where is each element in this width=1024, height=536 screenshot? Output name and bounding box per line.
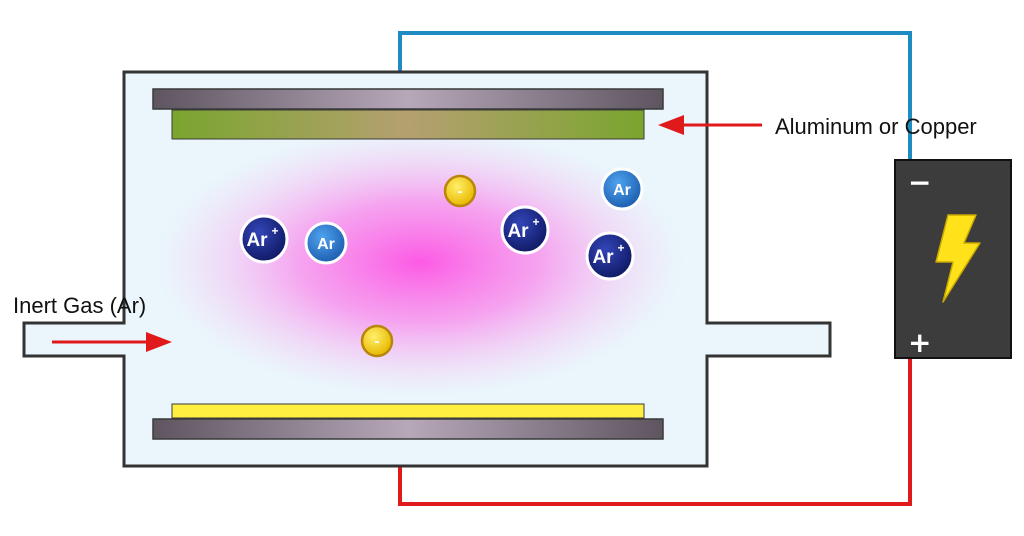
top-electrode xyxy=(152,88,664,110)
argon-atom: Ar xyxy=(600,167,644,211)
svg-text:+: + xyxy=(617,241,624,255)
argon-ion: Ar + xyxy=(585,231,635,281)
argon-ion: Ar + xyxy=(500,205,550,255)
battery-positive-terminal: + xyxy=(908,326,931,359)
svg-text:Ar: Ar xyxy=(317,236,335,253)
svg-text:+: + xyxy=(532,215,539,229)
negative-wire xyxy=(398,31,912,162)
target-arrow xyxy=(658,115,762,135)
battery: − + xyxy=(894,159,1012,359)
argon-ion: Ar + xyxy=(239,214,289,264)
target-plate xyxy=(171,109,645,140)
gas-inlet-label: Inert Gas (Ar) xyxy=(13,293,146,318)
gas-inlet-arrow xyxy=(52,332,172,352)
electron: - xyxy=(443,174,477,208)
svg-text:Ar: Ar xyxy=(592,247,614,268)
positive-wire xyxy=(398,358,912,506)
plasma-glow xyxy=(155,127,685,397)
svg-text:+: + xyxy=(271,224,278,238)
lightning-bolt-icon xyxy=(935,214,981,303)
battery-negative-terminal: − xyxy=(908,166,931,199)
electron: - xyxy=(360,324,394,358)
svg-text:Ar: Ar xyxy=(613,182,631,199)
svg-text:Ar: Ar xyxy=(507,221,529,242)
svg-text:Ar: Ar xyxy=(246,230,268,251)
bottom-electrode xyxy=(152,418,664,440)
svg-text:-: - xyxy=(458,183,463,200)
svg-text:-: - xyxy=(375,333,380,350)
substrate-plate xyxy=(171,403,645,419)
argon-atom: Ar xyxy=(304,221,348,265)
target-label: Aluminum or Copper xyxy=(775,114,977,139)
